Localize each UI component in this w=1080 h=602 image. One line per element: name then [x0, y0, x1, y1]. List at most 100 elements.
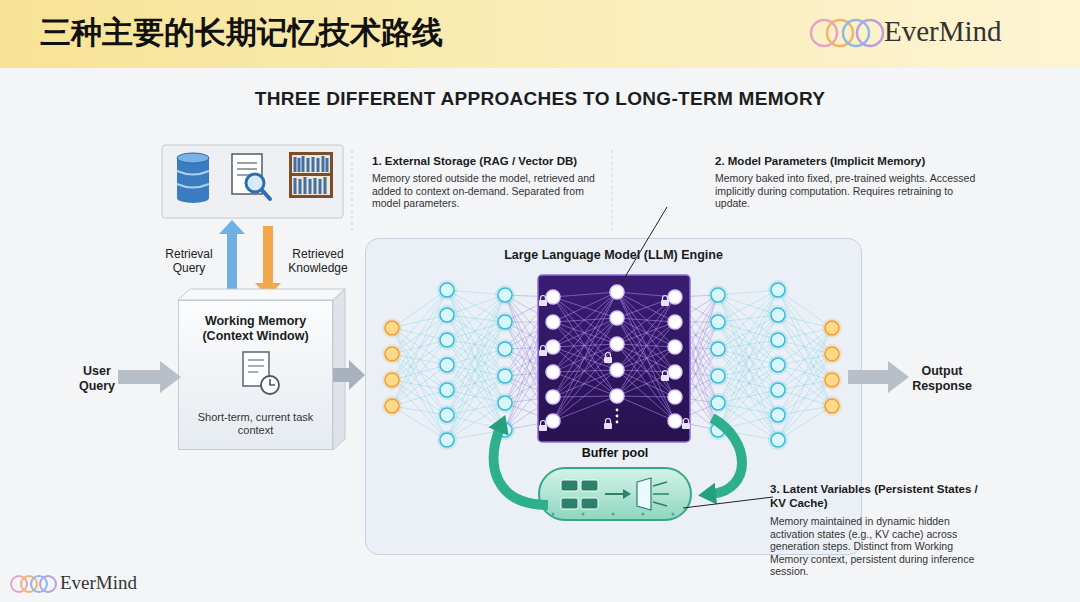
- network-link: [447, 340, 505, 376]
- neuron-glow: [708, 285, 728, 305]
- lock-icon: [541, 296, 546, 301]
- storage-box: [162, 145, 343, 218]
- network-link: [392, 328, 447, 440]
- network-link: [718, 290, 778, 349]
- neuron: [668, 365, 682, 379]
- network-link: [392, 365, 447, 380]
- neuron-glow: [382, 396, 402, 416]
- network-link: [718, 365, 778, 403]
- network-link: [447, 403, 505, 415]
- neuron-glow: [382, 344, 402, 364]
- approach-heading: 3. Latent Variables (Persistent States /…: [770, 483, 985, 511]
- weight-link: [553, 318, 617, 397]
- neuron-glow: [437, 280, 457, 300]
- network-link: [675, 376, 718, 421]
- buffer-pool: Buffer pool: [535, 446, 695, 524]
- magnifier-icon: [246, 174, 264, 192]
- network-link: [778, 380, 832, 415]
- network-link: [675, 349, 718, 421]
- network-link: [718, 315, 778, 376]
- bookshelf-icon: [292, 155, 330, 173]
- network-link: [675, 322, 718, 323]
- network-link: [675, 295, 718, 421]
- network-link: [505, 295, 553, 421]
- network-link: [392, 354, 447, 390]
- neuron-glow: [495, 339, 515, 359]
- network-link: [447, 290, 505, 322]
- neuron: [546, 340, 560, 354]
- network-link: [778, 290, 832, 354]
- neuron-glow: [768, 330, 788, 350]
- network-link: [505, 347, 553, 376]
- network-link: [447, 290, 505, 349]
- arrow-head: [349, 360, 365, 390]
- logo-ring: [827, 20, 853, 46]
- network-link: [392, 328, 447, 365]
- network-link: [505, 322, 553, 347]
- network-link: [392, 328, 447, 390]
- lock-icon: [661, 375, 669, 381]
- weight-link: [553, 297, 617, 318]
- logo-ring: [21, 576, 37, 592]
- arrow-label: Retrieved Knowledge: [280, 247, 356, 276]
- network-link: [392, 365, 447, 406]
- neuron: [610, 311, 624, 325]
- network-link: [447, 340, 505, 403]
- network-link: [505, 347, 553, 403]
- network-link: [675, 349, 718, 372]
- weight-link: [553, 318, 617, 347]
- neuron-glow: [495, 312, 515, 332]
- network-link: [675, 421, 718, 430]
- network-link: [447, 365, 505, 403]
- flow-arrow: [494, 428, 548, 505]
- network-link: [778, 406, 832, 440]
- book-spines: [295, 156, 327, 194]
- network-link: [447, 403, 505, 440]
- network-link: [447, 290, 505, 295]
- network-link: [392, 328, 447, 415]
- network-link: [675, 297, 718, 376]
- network-link: [505, 322, 553, 376]
- weight-link: [553, 322, 617, 396]
- retrieval-arrow: [219, 220, 245, 234]
- neuron-glow: [768, 305, 788, 325]
- weight-link: [553, 297, 617, 370]
- neuron: [711, 369, 725, 383]
- lock-icon: [541, 346, 546, 351]
- network-link: [505, 297, 553, 403]
- network-link: [778, 380, 832, 440]
- approach-heading: 2. Model Parameters (Implicit Memory): [715, 155, 990, 169]
- weight-link: [553, 344, 617, 397]
- network-link: [718, 315, 778, 430]
- network-link: [505, 295, 553, 322]
- weight-link: [617, 297, 675, 370]
- network-link: [675, 295, 718, 372]
- network-link: [447, 322, 505, 340]
- neuron-glow: [495, 393, 515, 413]
- network-link: [778, 354, 832, 415]
- neuron: [711, 288, 725, 302]
- network-link: [447, 315, 505, 376]
- neuron-glow: [768, 355, 788, 375]
- weight-link: [553, 318, 617, 322]
- network-link: [447, 430, 505, 440]
- neuron-glow: [495, 285, 515, 305]
- network-link: [505, 295, 553, 397]
- network-link: [718, 403, 778, 415]
- network-link: [718, 430, 778, 440]
- weight-link: [553, 292, 617, 421]
- network-link: [447, 322, 505, 390]
- network-link: [505, 347, 553, 349]
- network-link: [778, 315, 832, 380]
- network-link: [675, 322, 718, 403]
- neuron-glow: [382, 318, 402, 338]
- neuron: [385, 373, 399, 387]
- network-link: [392, 380, 447, 390]
- neuron-glow: [768, 430, 788, 450]
- network-link: [718, 322, 778, 365]
- weight-link: [617, 322, 675, 344]
- clock-icon: [270, 379, 275, 385]
- network-link: [778, 354, 832, 390]
- network-link: [392, 315, 447, 354]
- network-link: [505, 322, 553, 397]
